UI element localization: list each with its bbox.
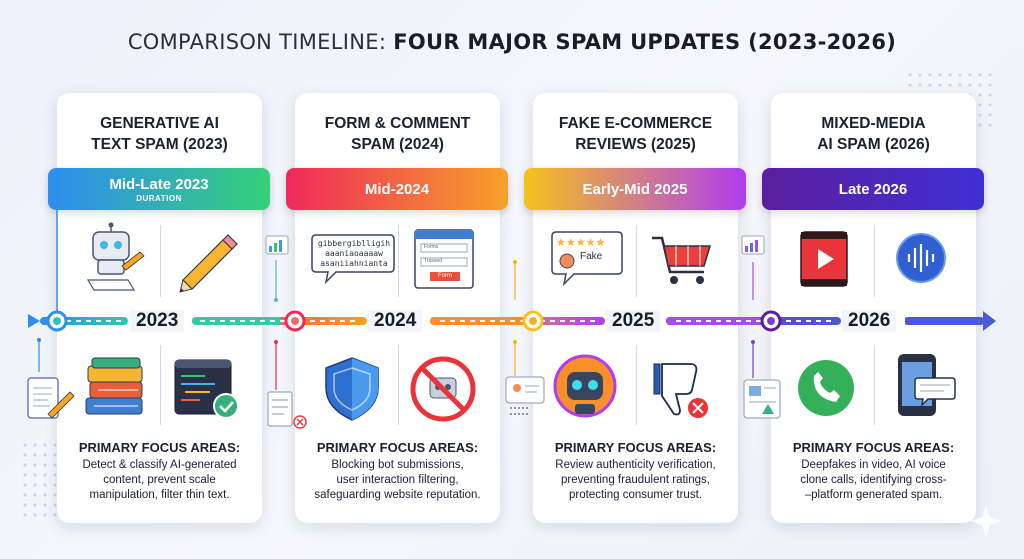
form-button: Form	[438, 273, 452, 279]
duration-banner: Late 2026	[762, 168, 984, 210]
document-pen-icon	[27, 377, 75, 419]
chat-device-icon	[898, 354, 956, 416]
thumbs-down-icon	[653, 363, 708, 418]
card-fake-reviews	[533, 93, 738, 523]
year-label: 2024	[368, 310, 423, 332]
books-icon	[85, 357, 143, 415]
shield-icon	[325, 357, 379, 421]
duration-banner: Mid-Late 2023 DURATION	[48, 168, 270, 210]
web-form-icon	[414, 229, 474, 289]
focus-text: Review authenticity verification,prevent…	[555, 459, 716, 501]
year-label: 2025	[606, 310, 661, 332]
focus-heading: PRIMARY FOCUS AREAS:	[554, 440, 717, 455]
focus-heading: PRIMARY FOCUS AREAS:	[316, 440, 479, 455]
review-label: Fake	[580, 251, 603, 262]
form-label: Forms	[424, 244, 439, 250]
divider	[874, 345, 875, 425]
focus-heading: PRIMARY FOCUS AREAS:	[792, 440, 955, 455]
card-form-comment	[295, 93, 500, 523]
divider	[636, 345, 637, 425]
page-title: COMPARISON TIMELINE: FOUR MAJOR SPAM UPD…	[0, 30, 1024, 54]
gibberish-text: gibbergiblligih aaaniaoaaaaw asaniiahnia…	[317, 239, 391, 268]
timeline-tail	[28, 314, 40, 328]
duration-banner: Early-Mid 2025	[524, 168, 746, 210]
pencil-icon	[179, 234, 238, 293]
robot-writing-icon	[86, 222, 145, 291]
gibberish-bubble-icon	[311, 234, 395, 285]
id-card-icon	[505, 376, 545, 415]
checklist-icon	[267, 391, 307, 429]
voice-icon	[896, 233, 946, 283]
duration-banner: Mid-2024	[286, 168, 508, 210]
svg-text:★★★★★: ★★★★★	[556, 236, 605, 249]
divider	[160, 225, 161, 297]
timeline-arrowhead	[983, 311, 996, 331]
video-icon	[800, 231, 848, 287]
card-generative-ai	[57, 93, 262, 523]
title-main: FOUR MAJOR SPAM UPDATES (2023-2026)	[393, 30, 897, 54]
focus-text: Blocking bot submissions,user interactio…	[314, 459, 481, 501]
divider	[398, 345, 399, 425]
year-label: 2026	[842, 310, 897, 332]
divider	[874, 225, 875, 297]
divider	[398, 225, 399, 297]
title-prefix: COMPARISON TIMELINE:	[127, 30, 387, 54]
sparkle-icon	[970, 505, 1002, 537]
card-mixed-media	[771, 93, 976, 523]
shopping-cart-icon	[652, 236, 712, 284]
focus-heading: PRIMARY FOCUS AREAS:	[78, 440, 241, 455]
divider	[160, 345, 161, 425]
divider	[636, 225, 637, 297]
media-card-icon	[743, 379, 781, 419]
year-label: 2023	[130, 310, 185, 332]
chart-icon	[741, 235, 765, 255]
robot-face-icon	[553, 354, 617, 418]
fake-review-icon: ★★★★★	[551, 231, 623, 287]
form-label: Trassed	[424, 258, 442, 264]
phone-call-icon	[798, 360, 854, 416]
code-check-icon	[174, 359, 239, 419]
chart-icon	[265, 235, 289, 255]
no-bot-icon	[410, 356, 476, 422]
